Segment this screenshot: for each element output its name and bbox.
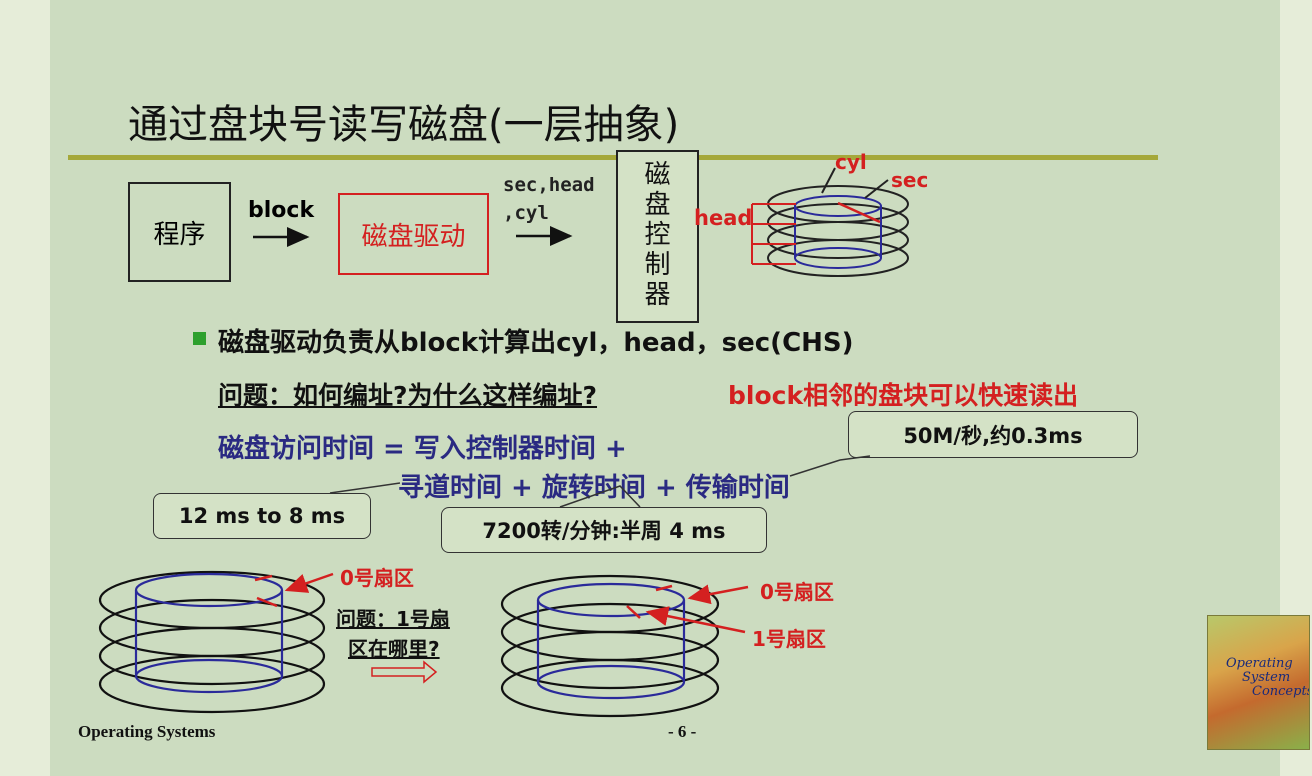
question-text: 问题：如何编址?为什么这样编址? (218, 381, 598, 410)
bottom-left-disk-stack (98, 570, 334, 714)
slide-title: 通过盘块号读写磁盘(一层抽象) (128, 102, 680, 148)
sector1-label-right: 1号扇区 (752, 627, 826, 651)
seek-callout: 12 ms to 8 ms (153, 493, 371, 539)
transfer-callout: 50M/秒,约0.3ms (848, 411, 1138, 458)
footer-page-number: - 6 - (668, 722, 697, 741)
chs-label-line1: sec,head (503, 174, 595, 196)
controller-char: 磁 (644, 160, 671, 190)
chs-label-line2: ,cyl (503, 202, 549, 224)
head-label: head (694, 206, 753, 230)
controller-char: 盘 (644, 190, 671, 220)
book-cover-image: Operating System Concepts (1207, 615, 1310, 750)
book-title-line: Concepts (1252, 684, 1310, 699)
sector0-label-left: 0号扇区 (340, 566, 414, 590)
disk-driver-box: 磁盘驱动 (338, 193, 489, 275)
question-sector1-line2: 区在哪里? (348, 637, 440, 661)
answer-text: block相邻的盘块可以快速读出 (728, 381, 1079, 410)
controller-char: 控 (644, 220, 671, 250)
program-box: 程序 (128, 182, 231, 282)
rotation-callout: 7200转/分钟:半周 4 ms (441, 507, 767, 553)
title-divider (68, 155, 1158, 160)
disk-controller-box: 磁 盘 控 制 器 (616, 150, 699, 323)
transition-arrow (371, 660, 438, 684)
slide-background (50, 0, 1280, 776)
book-title-line: System (1242, 670, 1291, 685)
transfer-callout-pointer (789, 455, 871, 477)
controller-char: 制 (644, 250, 671, 280)
block-label: block (248, 198, 315, 223)
access-time-line1: 磁盘访问时间 = 写入控制器时间 + (218, 434, 627, 464)
bullet-square (193, 332, 206, 345)
rotation-callout-pointer (559, 485, 641, 508)
book-title-line: Operating (1226, 656, 1293, 671)
top-disk-stack (751, 167, 909, 277)
sec-label: sec (891, 168, 929, 192)
question-sector1-line1: 问题：1号扇 (336, 607, 450, 631)
controller-char: 器 (644, 280, 671, 310)
cyl-label: cyl (835, 150, 867, 174)
footer-course: Operating Systems (78, 722, 216, 741)
bottom-right-disk-stack (500, 574, 749, 718)
bullet-text: 磁盘驱动负责从block计算出cyl，head，sec(CHS) (218, 328, 854, 358)
sector0-label-right: 0号扇区 (760, 580, 834, 604)
seek-callout-pointer (329, 482, 401, 494)
access-time-line2: 寻道时间 + 旋转时间 + 传输时间 (398, 473, 790, 503)
